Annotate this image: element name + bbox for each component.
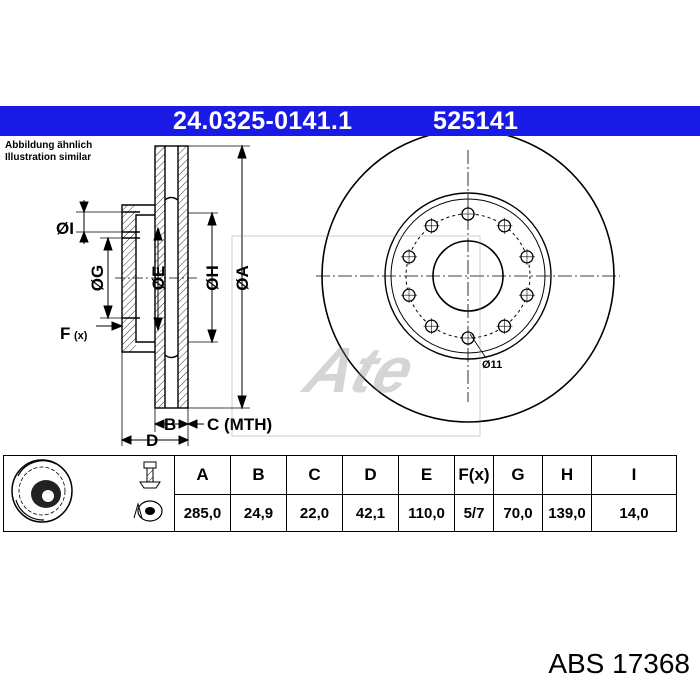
bolt-hole <box>423 217 440 234</box>
bolt-icon <box>139 461 161 489</box>
value-G: 70,0 <box>493 494 543 532</box>
bolt-hole <box>518 287 535 304</box>
header-I: I <box>591 454 677 496</box>
front-view: Ø11 <box>316 136 620 423</box>
bolt-hole <box>401 287 418 304</box>
spec-table: A B C D E F(x) G H I 285,0 24,9 22,0 42,… <box>3 454 677 532</box>
header-B: B <box>230 454 287 496</box>
value-F: 5/7 <box>454 494 494 532</box>
value-D: 42,1 <box>342 494 399 532</box>
svg-text:Ate: Ate <box>295 334 423 405</box>
bolt-hole <box>401 248 418 265</box>
dimension-lines <box>76 144 250 446</box>
bolt-hole <box>518 248 535 265</box>
part-number: 24.0325-0141.1 <box>173 107 353 135</box>
article-code: 525141 <box>433 107 519 135</box>
label-C: C (MTH) <box>207 415 272 434</box>
header-bar <box>0 106 700 136</box>
header-F: F(x) <box>454 454 494 496</box>
value-E: 110,0 <box>398 494 455 532</box>
label-D: D <box>146 431 158 450</box>
spec-values-row: 285,0 24,9 22,0 42,1 110,0 5/7 70,0 139,… <box>4 494 677 532</box>
label-I: ØI <box>56 219 74 238</box>
dimension-labels: ØI ØG ØE ØH ØA F (x) B C (MTH) D <box>56 219 272 450</box>
wheel-hub-icon <box>133 500 163 522</box>
ate-watermark: Ate <box>231 235 481 437</box>
spec-header-row: A B C D E F(x) G H I <box>3 454 677 532</box>
brake-disc-icon <box>11 459 73 523</box>
label-bolt-hole: Ø11 <box>482 359 502 371</box>
bolt-hole <box>496 217 513 234</box>
label-G: ØG <box>88 265 107 291</box>
value-C: 22,0 <box>286 494 343 532</box>
bolt-hole <box>460 206 476 222</box>
note-english: Illustration similar <box>5 152 92 163</box>
note-german: Abbildung ähnlich <box>5 140 93 151</box>
label-H: ØH <box>203 265 222 291</box>
value-H: 139,0 <box>542 494 592 532</box>
footer-part-code: ABS 17368 <box>548 648 690 679</box>
value-B: 24,9 <box>230 494 287 532</box>
side-section-view <box>115 145 200 409</box>
label-A: ØA <box>233 265 252 291</box>
label-E: ØE <box>149 266 168 291</box>
value-I: 14,0 <box>591 494 677 532</box>
header-G: G <box>493 454 543 496</box>
header-H: H <box>542 454 592 496</box>
label-F: F <box>60 324 70 343</box>
header-C: C <box>286 454 343 496</box>
technical-drawing: ØI ØG ØE ØH ØA F (x) B C (MTH) D Ø11 Ate <box>56 136 620 450</box>
label-B: B <box>164 415 176 434</box>
bolt-hole <box>496 318 513 335</box>
bolt-holes <box>401 206 535 346</box>
bolt-hole <box>423 318 440 335</box>
spec-icons-cell <box>3 455 175 532</box>
value-A: 285,0 <box>174 494 231 532</box>
label-F-suffix: (x) <box>74 330 88 342</box>
header-A: A <box>174 454 231 496</box>
header-D: D <box>342 454 399 496</box>
header-E: E <box>398 454 455 496</box>
bolt-hole <box>460 330 476 346</box>
